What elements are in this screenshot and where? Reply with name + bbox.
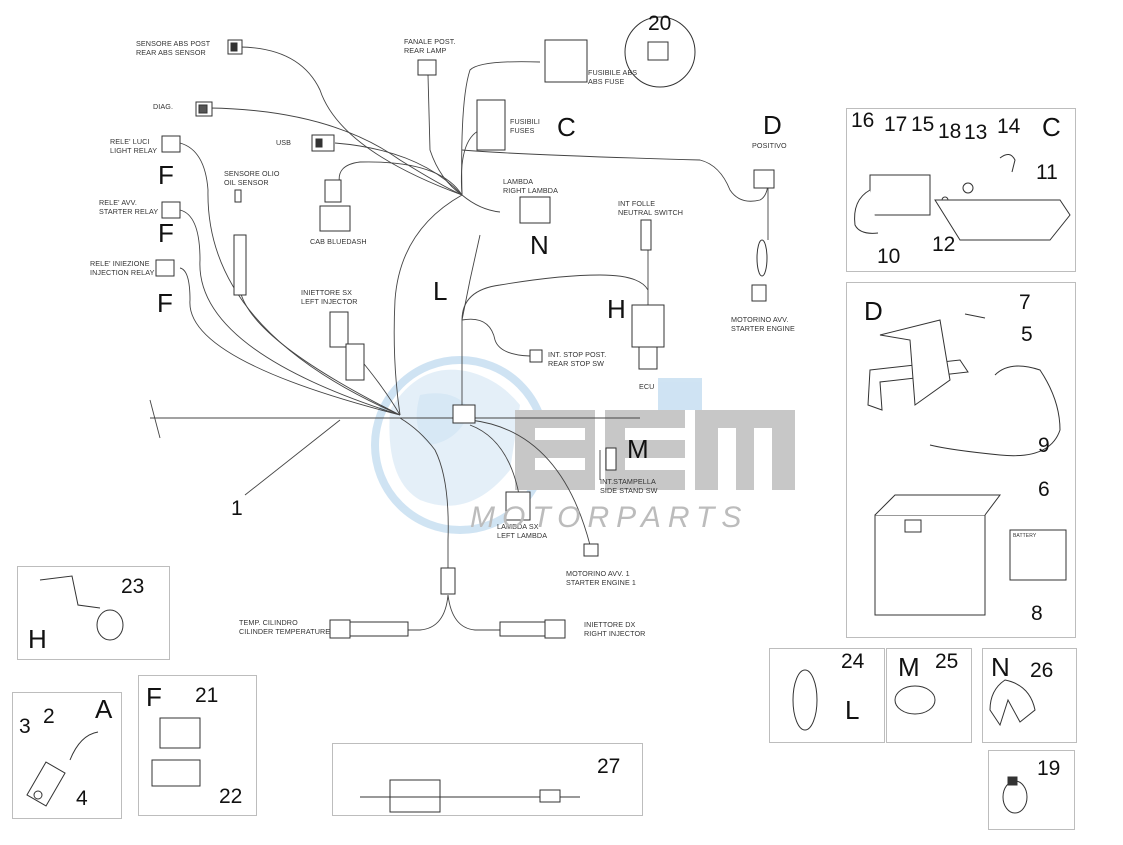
part-number-7: 7: [1019, 291, 1031, 314]
part-number-26: 26: [1030, 659, 1054, 682]
part-number-15: 15: [911, 113, 935, 136]
part-number-10: 10: [877, 245, 901, 268]
part-number-4: 4: [76, 787, 88, 810]
group-box-23: [17, 566, 170, 660]
group-box-f: [138, 675, 257, 816]
part-number-24: 24: [841, 650, 865, 673]
part-number-21: 21: [195, 684, 219, 707]
part-number-9: 9: [1038, 434, 1050, 457]
callout-ecu: ECU: [639, 382, 655, 391]
part-number-2: 2: [43, 705, 55, 728]
letter-f-light-relay: F: [158, 160, 174, 190]
letter-l-main: L: [433, 276, 448, 306]
group-box-m: [886, 648, 972, 743]
letter-d-box: D: [864, 296, 883, 326]
callout-diag: DIAG.: [153, 102, 174, 111]
part-number-3: 3: [19, 715, 31, 738]
letter-d-positive: D: [763, 110, 782, 140]
part-number-18: 18: [938, 120, 962, 143]
callout-starter-engine: MOTORINO AVV.STARTER ENGINE: [731, 315, 795, 333]
group-box-n: [982, 648, 1077, 743]
part-number-16: 16: [851, 109, 875, 132]
part-number-17: 17: [884, 113, 908, 136]
watermark-logo: [371, 356, 795, 534]
part-number-22: 22: [219, 785, 243, 808]
group-box-ecu: [846, 108, 1076, 272]
part-number-1: 1: [231, 497, 243, 520]
letter-a-box: A: [95, 694, 113, 724]
callout-usb: USB: [276, 138, 292, 147]
callout-rear-stop: INT. STOP POST.REAR STOP SW: [548, 350, 607, 368]
letter-h-ecu: H: [607, 294, 626, 324]
part-number-19: 19: [1037, 757, 1061, 780]
letter-c-box: C: [1042, 112, 1061, 142]
callout-starter-relay: RELE' AVV.STARTER RELAY: [99, 198, 159, 216]
letter-h-box: H: [28, 624, 47, 654]
part-number-25: 25: [935, 650, 959, 673]
wiring-harness: [149, 46, 769, 631]
group-box-l: [769, 648, 885, 743]
group-box-19: [988, 750, 1075, 830]
part-number-13: 13: [964, 121, 988, 144]
connectors: [155, 16, 775, 639]
group-box-battery: [846, 282, 1076, 638]
letter-f-injection-relay: F: [157, 288, 173, 318]
letter-f-box: F: [146, 682, 162, 712]
part-number-11: 11: [1036, 161, 1058, 184]
part-number-5: 5: [1021, 323, 1033, 346]
watermark-motorparts: MOTORPARTS: [470, 501, 749, 534]
callout-cab-bluedash: CAB BLUEDASH: [310, 237, 367, 246]
letter-f-starter-relay: F: [158, 218, 174, 248]
letter-n-lambda: N: [530, 230, 549, 260]
letter-m-box: M: [898, 652, 920, 682]
part-number-27: 27: [597, 755, 621, 778]
group-box-a: [12, 692, 122, 819]
callout-positive: POSITIVO: [752, 141, 787, 150]
part-number-12: 12: [932, 233, 956, 256]
letter-n-box: N: [991, 652, 1010, 682]
group-box-27: [332, 743, 643, 816]
letter-l-box: L: [845, 695, 860, 725]
letter-m-stand: M: [627, 434, 649, 464]
part-number-23: 23: [121, 575, 145, 598]
box-artwork: [26, 154, 1071, 814]
battery-sticker-text: BATTERY: [1013, 533, 1037, 539]
part-number-6: 6: [1038, 478, 1050, 501]
part-number-8: 8: [1031, 602, 1043, 625]
part-number-14: 14: [997, 115, 1021, 138]
callout-rear-lamp: FANALE POST.REAR LAMP: [404, 37, 456, 55]
part-number-20: 20: [648, 12, 672, 35]
letter-c-fuses: C: [557, 112, 576, 142]
